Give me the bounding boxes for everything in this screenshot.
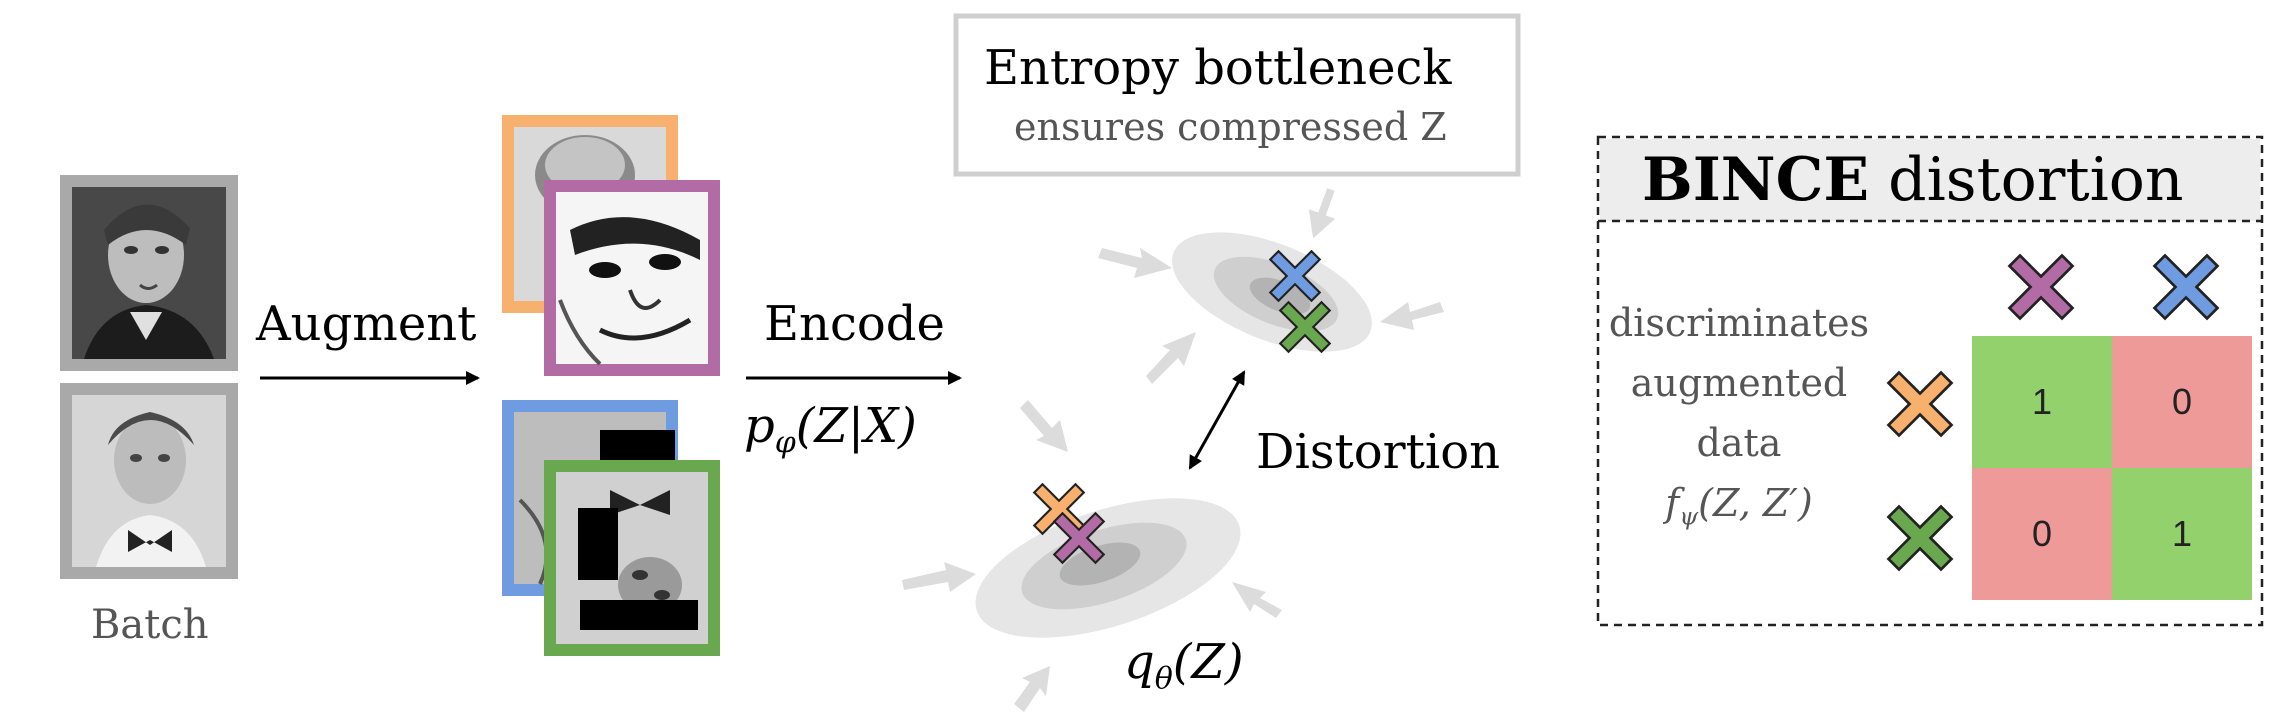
augmented-image-green xyxy=(544,460,720,656)
matrix-cell-r1-c2: 0 xyxy=(2112,336,2252,468)
matrix-cell-r2-c1: 0 xyxy=(1972,468,2112,600)
bince-header-bg xyxy=(1600,139,2260,221)
bince-description: discriminates augmented data fψ(Z, Z′) xyxy=(1600,304,1878,529)
bince-desc-line-3: data xyxy=(1696,421,1782,465)
bince-desc-line-2: augmented xyxy=(1630,361,1848,405)
matrix-cell-r2-c2: 1 xyxy=(2112,468,2252,600)
compression-arrow xyxy=(1014,666,1050,712)
batch-label: Batch xyxy=(91,602,209,648)
batch-photo-bottom xyxy=(60,383,238,579)
compression-arrow xyxy=(1020,400,1068,452)
batch-photo-top xyxy=(60,175,238,371)
encoder-formula: pφ(Z|X) xyxy=(744,398,917,461)
encode-label: Encode xyxy=(764,296,945,352)
bince-title: BINCE distortion xyxy=(1642,145,2184,215)
compression-arrow xyxy=(1308,188,1336,239)
compression-arrow xyxy=(1232,582,1282,618)
matrix-cell-r1-c1: 1 xyxy=(1972,336,2112,468)
bottleneck-subtitle: ensures compressed Z xyxy=(1014,105,1447,149)
critic-formula: fψ(Z, Z′) xyxy=(1665,481,1813,531)
entropy-bottleneck-box xyxy=(953,13,1521,177)
bince-desc-line-1: discriminates xyxy=(1608,301,1870,345)
compression-arrow xyxy=(902,562,976,592)
augment-label: Augment xyxy=(256,296,477,352)
distortion-arrow xyxy=(1188,370,1246,470)
compression-arrow xyxy=(1146,332,1196,384)
prior-formula: qθ(Z) xyxy=(1124,634,1244,697)
compression-arrows xyxy=(902,188,1444,712)
augmented-image-purple xyxy=(544,180,720,376)
bottleneck-title: Entropy bottleneck xyxy=(984,40,1452,96)
compression-arrow xyxy=(1380,302,1444,330)
compression-arrow xyxy=(1098,248,1172,278)
bince-matrix: 1 0 0 1 xyxy=(1972,336,2252,600)
distortion-label: Distortion xyxy=(1256,424,1501,480)
